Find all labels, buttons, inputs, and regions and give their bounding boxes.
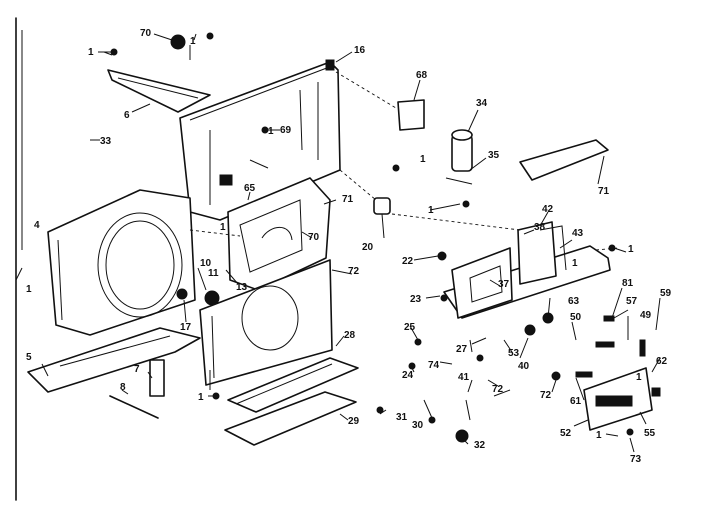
callout-label: 70 [308, 232, 320, 243]
blower-housing [227, 177, 331, 291]
callout-label: 17 [180, 322, 192, 333]
capacitor [445, 129, 473, 185]
callout-label: 7 [134, 364, 140, 375]
callout-label: 63 [568, 296, 580, 307]
rod [109, 395, 159, 419]
callout-label: 1 [572, 258, 578, 269]
fan-shroud [47, 189, 196, 336]
callout-label: 37 [498, 279, 510, 290]
control-chassis [443, 221, 611, 319]
callout-label: 49 [640, 310, 652, 321]
callout-label: 1 [628, 244, 634, 255]
callout-label: 38 [534, 222, 546, 233]
callout-label: 20 [362, 242, 374, 253]
callout-label: 55 [644, 428, 656, 439]
control-panel [583, 367, 653, 431]
callout-label: 65 [244, 183, 256, 194]
filter [397, 99, 425, 131]
callout-label: 24 [402, 370, 414, 381]
callout-label: 62 [656, 356, 668, 367]
callout-label: 40 [518, 361, 530, 372]
callout-label: 1 [88, 47, 94, 58]
callout-label: 10 [200, 258, 212, 269]
callout-label: 5 [26, 352, 32, 363]
callout-label: 70 [140, 28, 152, 39]
callout-label: 4 [34, 220, 40, 231]
callout-label: 1 [190, 36, 196, 47]
callout-label: 11 [208, 268, 219, 279]
callout-label: 1 [636, 372, 642, 383]
callout-label: 33 [100, 136, 112, 147]
callout-label: 30 [412, 420, 424, 431]
part-callouts: 1 70 1 6 1 69 16 68 34 33 1 35 1 71 4 65… [26, 28, 672, 465]
callout-label: 81 [622, 278, 634, 289]
callout-label: 61 [570, 396, 582, 407]
callout-label: 73 [630, 454, 642, 465]
callout-label: 71 [598, 186, 610, 197]
callout-label: 8 [120, 382, 126, 393]
callout-label: 43 [572, 228, 584, 239]
callout-label: 27 [456, 344, 468, 355]
callout-label: 1 [596, 430, 602, 441]
small-parts [110, 32, 661, 443]
callout-label: 72 [348, 266, 360, 277]
callout-label: 13 [236, 282, 248, 293]
callout-label: 1 [420, 154, 426, 165]
callout-label: 32 [474, 440, 486, 451]
callout-label: 69 [280, 125, 292, 136]
callout-label: 35 [488, 150, 500, 161]
callout-label: 71 [342, 194, 354, 205]
callout-label: 1 [428, 205, 434, 216]
callout-label: 31 [396, 412, 408, 423]
bracket [149, 359, 165, 397]
callout-label: 74 [428, 360, 440, 371]
callout-label: 57 [626, 296, 638, 307]
motor [373, 197, 391, 215]
scroll-panel [199, 259, 333, 386]
callout-label: 34 [476, 98, 488, 109]
base-pan [27, 327, 201, 393]
callout-label: 23 [410, 294, 422, 305]
callout-label: 68 [416, 70, 428, 81]
callout-label: 16 [354, 45, 366, 56]
callout-label: 42 [542, 204, 554, 215]
drip-tray [224, 357, 359, 446]
callout-label: 1 [26, 284, 32, 295]
callout-label: 52 [560, 428, 572, 439]
callout-label: 28 [344, 330, 356, 341]
callout-label: 6 [124, 110, 130, 121]
callout-label: 1 [268, 126, 274, 137]
callout-label: 25 [404, 322, 416, 333]
top-lid [519, 139, 609, 181]
leader-lines [15, 33, 661, 453]
cover-plate [103, 34, 211, 113]
callout-label: 72 [492, 384, 504, 395]
callout-label: 29 [348, 416, 360, 427]
callout-label: 50 [570, 312, 582, 323]
callout-label: 22 [402, 256, 414, 267]
callout-label: 53 [508, 348, 520, 359]
callout-label: 1 [198, 392, 204, 403]
callout-label: 1 [220, 222, 226, 233]
callout-label: 41 [458, 372, 470, 383]
callout-label: 59 [660, 288, 672, 299]
callout-label: 72 [540, 390, 552, 401]
